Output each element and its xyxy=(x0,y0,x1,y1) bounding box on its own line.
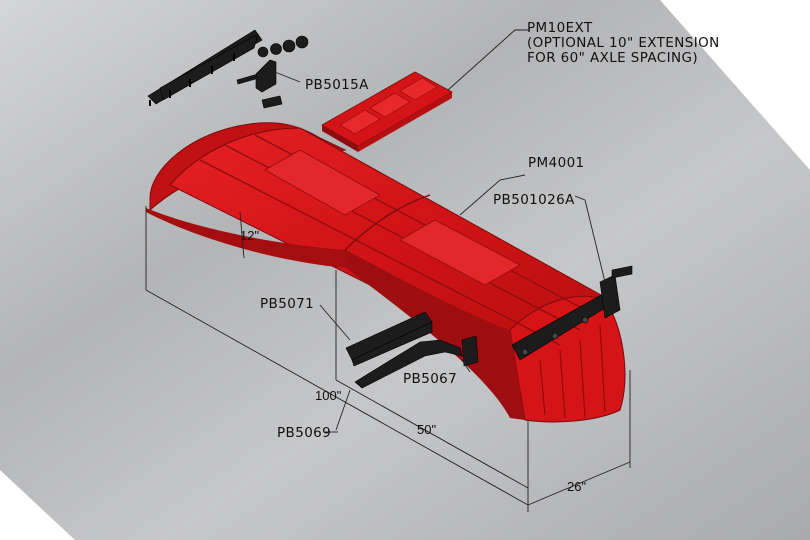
lower-bracket-b-label: PB5067 xyxy=(403,371,458,387)
overall-length-dimension: 100" xyxy=(315,388,342,403)
fender-part-label: PM4001 xyxy=(528,155,585,171)
height-dimension: 12" xyxy=(240,228,260,243)
lower-brackets xyxy=(345,311,479,389)
dimension-lines xyxy=(145,29,631,512)
extension-part-label: PM10EXT xyxy=(527,20,593,36)
extension-panel xyxy=(321,71,453,152)
side-bracket-label: PB501026A xyxy=(493,192,575,208)
fender-body xyxy=(146,122,626,423)
extension-note-label: (OPTIONAL 10" EXTENSION FOR 60" AXLE SPA… xyxy=(527,35,720,66)
top-bracket-label: PB5015A xyxy=(305,77,369,93)
lower-bracket-c-label: PB5069 xyxy=(277,425,332,441)
top-bracket-assembly xyxy=(147,29,309,109)
width-dimension: 26" xyxy=(567,479,587,494)
lower-bracket-a-label: PB5071 xyxy=(260,296,315,312)
mid-length-dimension: 50" xyxy=(417,422,437,437)
side-bracket xyxy=(511,265,633,361)
